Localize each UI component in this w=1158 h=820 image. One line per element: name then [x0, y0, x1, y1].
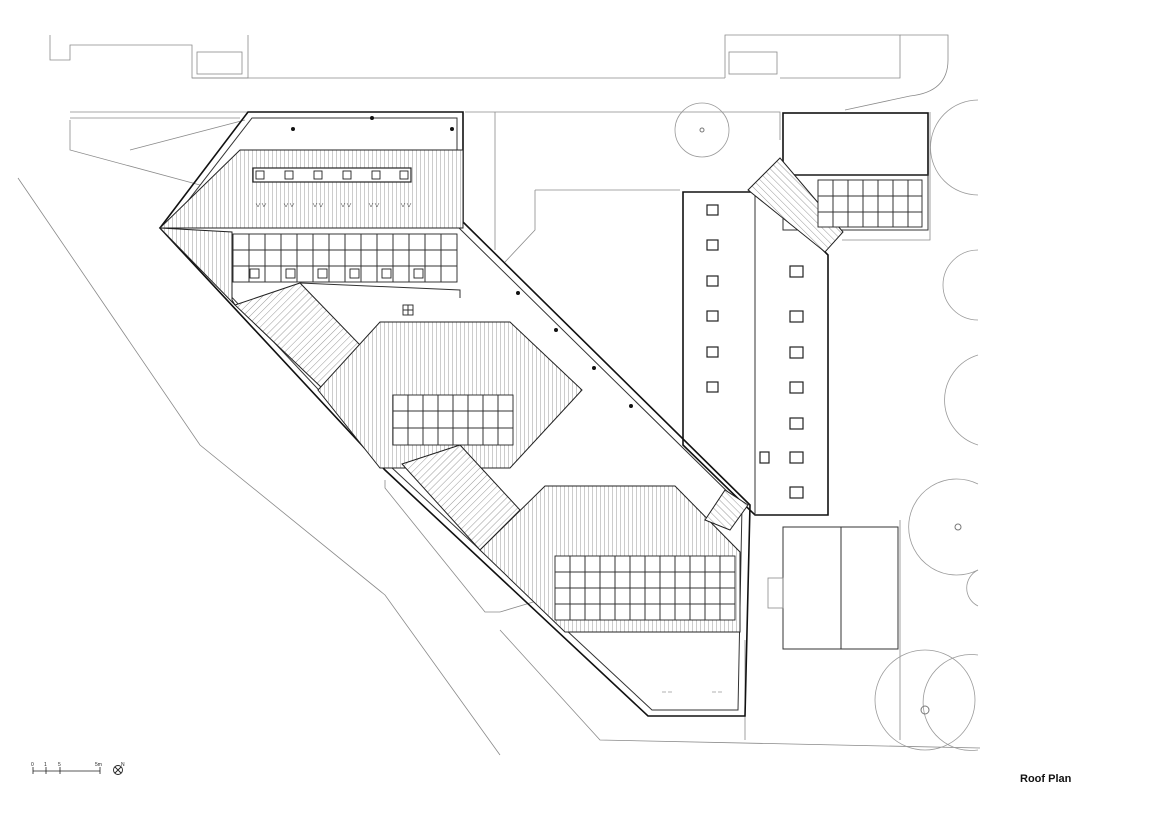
east-skylights: [706, 204, 804, 499]
northeast-annex: [747, 112, 929, 253]
scale-tick-end: 5m: [95, 762, 102, 768]
trees: [674, 99, 979, 751]
scale-bar: 0 1 5 5m: [31, 762, 102, 774]
south-roof: [479, 485, 741, 693]
east-building: [682, 191, 829, 531]
scale-tick-1: 1: [44, 762, 47, 768]
pv-array-south: [554, 555, 736, 621]
vent-markers: [255, 202, 412, 208]
north-wing-roof: [158, 149, 464, 389]
southeast-outbuilding: [767, 526, 899, 650]
north-arrow-icon: N: [113, 762, 125, 775]
pv-array-north: [232, 233, 458, 283]
pv-array-middle: [392, 394, 514, 446]
pv-array-annex: [817, 179, 923, 228]
north-label: N: [121, 762, 125, 768]
scale-tick-5: 5: [58, 762, 61, 768]
middle-roof: [317, 321, 583, 551]
scale-tick-0: 0: [31, 762, 34, 768]
drawing-title: Roof Plan: [1020, 773, 1072, 785]
skylight-row: [255, 170, 409, 180]
site-context: [17, 34, 981, 756]
